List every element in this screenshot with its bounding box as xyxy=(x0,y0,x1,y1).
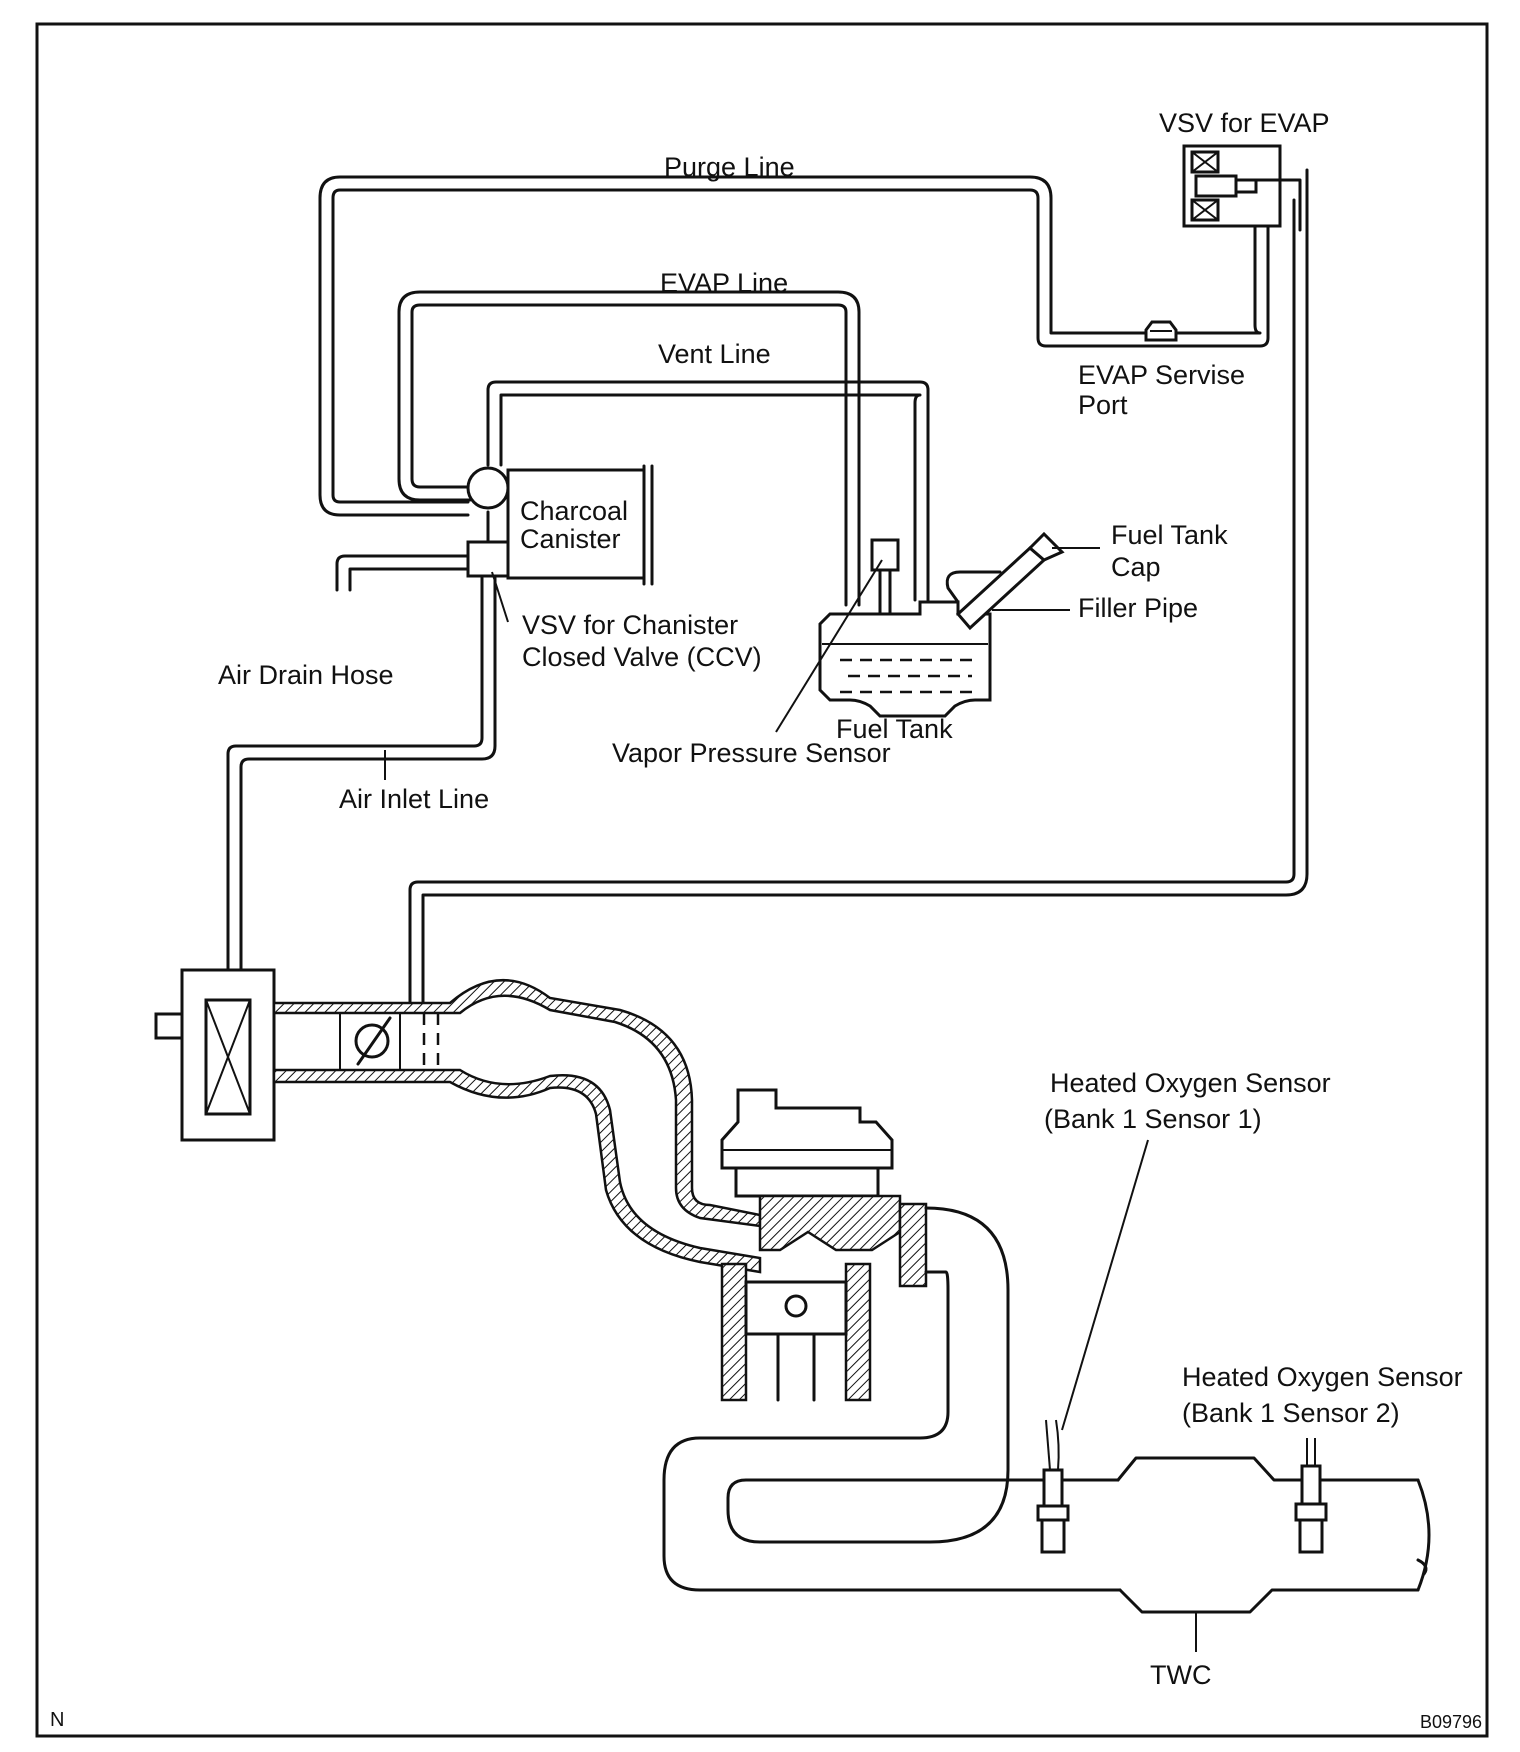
vent-line-pipe xyxy=(486,380,930,602)
evap-service-port-label-1: EVAP Servise xyxy=(1078,360,1245,390)
heated-oxygen-sensor-1 xyxy=(1036,1419,1070,1554)
filler-pipe-label: Filler Pipe xyxy=(1078,593,1198,623)
figure-frame xyxy=(35,22,1489,1738)
charcoal-canister-label-2: Canister xyxy=(520,524,621,554)
vsv-evap-label: VSV for EVAP xyxy=(1159,108,1330,138)
engine-cylinder xyxy=(720,1262,872,1402)
fuel-tank-cap-label-2: Cap xyxy=(1111,552,1161,582)
air-drain-hose-label: Air Drain Hose xyxy=(218,660,394,690)
exhaust-pipe xyxy=(662,1206,1122,1592)
ho2s-2-label-2: (Bank 1 Sensor 2) xyxy=(1182,1398,1400,1428)
evap-service-port-label-2: Port xyxy=(1078,390,1128,420)
twc-converter xyxy=(1116,1456,1431,1614)
air-inlet-line-label: Air Inlet Line xyxy=(339,784,489,814)
engine-cylinder-head xyxy=(720,1088,928,1288)
diagram-labels: VSV for EVAP Purge Line EVAP Line Vent L… xyxy=(50,108,1482,1732)
charcoal-canister xyxy=(466,464,654,586)
corner-mark: N xyxy=(50,1709,64,1731)
heated-oxygen-sensor-2 xyxy=(1294,1438,1328,1554)
intake-vapor-line xyxy=(408,168,1309,1005)
fuel-tank-cap-label-1: Fuel Tank xyxy=(1111,520,1228,550)
leader-lines xyxy=(384,547,1197,1652)
vsv-evap-valve xyxy=(1182,144,1302,232)
vsv-ccv-label-1: VSV for Chanister xyxy=(522,610,738,640)
fuel-tank-label: Fuel Tank xyxy=(836,714,953,744)
evap-line-label: EVAP Line xyxy=(660,268,788,298)
air-inlet-line xyxy=(226,576,497,972)
air-cleaner xyxy=(154,968,276,1142)
vsv-ccv-label-2: Closed Valve (CCV) xyxy=(522,642,762,672)
ho2s-1-label-1: Heated Oxygen Sensor xyxy=(1050,1068,1331,1098)
throttle-valve xyxy=(354,1016,392,1066)
fuel-tank-cap xyxy=(1027,531,1065,562)
intake-duct xyxy=(272,978,762,1274)
purge-line-pipe xyxy=(318,175,1270,517)
vapor-pressure-sensor-label: Vapor Pressure Sensor xyxy=(612,738,891,768)
charcoal-canister-label-1: Charcoal xyxy=(520,496,628,526)
filler-pipe xyxy=(945,545,1047,631)
air-drain-hose xyxy=(335,554,472,592)
twc-label: TWC xyxy=(1150,1660,1211,1690)
figure-code: B09796 xyxy=(1420,1712,1482,1732)
evap-service-port xyxy=(1144,320,1178,342)
evap-line-pipe xyxy=(397,290,861,607)
fuel-tank xyxy=(818,538,992,718)
purge-line-label: Purge Line xyxy=(664,152,795,182)
vent-line-label: Vent Line xyxy=(658,339,771,369)
ho2s-1-label-2: (Bank 1 Sensor 1) xyxy=(1044,1104,1262,1134)
ho2s-2-label-1: Heated Oxygen Sensor xyxy=(1182,1362,1463,1392)
